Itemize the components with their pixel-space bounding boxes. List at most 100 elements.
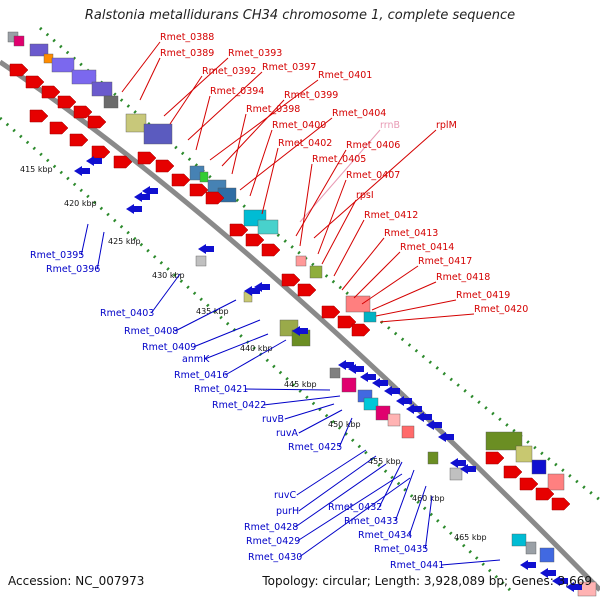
- gene-block: [485, 431, 523, 451]
- map-title: Ralstonia metallidurans CH34 chromosome …: [84, 8, 516, 23]
- gene-block: [195, 255, 207, 267]
- forward-gene-arrow: [171, 173, 191, 187]
- reverse-label-leader: [408, 485, 427, 536]
- forward-gene-arrow: [321, 305, 341, 319]
- forward-label-leader: [379, 313, 475, 323]
- reverse-gene-label: Rmet_0429: [246, 536, 300, 547]
- forward-gene-arrow: [41, 85, 61, 99]
- gene-block: [13, 35, 25, 47]
- kbp-tick-label: 435 kbp: [196, 307, 229, 316]
- kbp-tick-label: 460 kbp: [412, 494, 445, 503]
- reverse-gene-labels: Rmet_0395Rmet_0396Rmet_0403Rmet_0408Rmet…: [30, 223, 501, 571]
- reverse-gene-arrow: [540, 568, 556, 578]
- forward-gene-label: Rmet_0418: [436, 272, 490, 283]
- forward-gene-arrow: [281, 273, 301, 287]
- gene-block: [427, 451, 439, 465]
- forward-gene-arrow: [535, 487, 555, 501]
- reverse-gene-arrow: [134, 192, 150, 202]
- kbp-tick-label: 440 kbp: [240, 344, 273, 353]
- gene-block: [71, 69, 97, 85]
- forward-gene-arrow: [189, 183, 209, 197]
- reverse-label-leader: [441, 559, 501, 566]
- reverse-label-leader: [175, 299, 237, 332]
- forward-label-leader: [163, 57, 229, 117]
- gene-features: [7, 31, 597, 597]
- forward-label-leader: [239, 117, 333, 191]
- gene-block: [363, 397, 379, 411]
- forward-label-leader: [313, 129, 437, 239]
- forward-gene-label: Rmet_0394: [210, 86, 264, 97]
- forward-gene-arrow: [551, 497, 571, 511]
- kbp-tick-label: 430 kbp: [152, 271, 185, 280]
- reverse-gene-label: Rmet_0396: [46, 264, 100, 275]
- gene-block: [295, 255, 307, 267]
- reverse-label-leader: [299, 477, 411, 558]
- forward-label-leader: [375, 299, 457, 317]
- reverse-gene-arrow: [74, 166, 90, 176]
- forward-gene-arrow: [245, 233, 265, 247]
- reverse-gene-arrow: [426, 420, 442, 430]
- reverse-label-leader: [225, 339, 287, 376]
- reverse-gene-label: Rmet_0441: [390, 560, 444, 571]
- reverse-gene-arrow: [244, 286, 260, 296]
- gene-block: [91, 81, 113, 97]
- reverse-gene-label: anmK: [182, 354, 210, 365]
- reverse-label-leader: [295, 463, 387, 528]
- forward-gene-label: Rmet_0402: [278, 138, 332, 149]
- reverse-gene-arrow: [360, 372, 376, 382]
- forward-gene-arrow: [155, 159, 175, 173]
- forward-label-leader: [353, 251, 401, 299]
- forward-label-leader: [169, 75, 203, 125]
- reverse-label-leader: [297, 473, 403, 542]
- forward-gene-arrow: [57, 95, 77, 109]
- forward-gene-label: Rmet_0392: [202, 66, 256, 77]
- forward-label-leader: [295, 149, 347, 237]
- reverse-gene-label: ruvA: [276, 428, 299, 439]
- reverse-gene-label: Rmet_0430: [248, 552, 302, 563]
- gene-block: [125, 113, 147, 133]
- gene-block: [375, 405, 391, 421]
- gene-block: [345, 295, 371, 313]
- reverse-gene-arrow: [292, 326, 308, 336]
- reverse-gene-arrow: [338, 360, 354, 370]
- reverse-gene-arrow: [254, 282, 270, 292]
- forward-label-leader: [321, 199, 357, 265]
- forward-label-leader: [371, 281, 437, 311]
- gene-block: [547, 473, 565, 491]
- reverse-gene-label: purH: [276, 506, 299, 517]
- gene-block: [309, 265, 323, 279]
- reverse-gene-arrow: [416, 412, 432, 422]
- gene-block: [387, 413, 401, 427]
- reverse-gene-label: Rmet_0422: [212, 400, 266, 411]
- kbp-tick-label: 465 kbp: [454, 533, 487, 542]
- forward-label-leader: [299, 163, 313, 247]
- forward-gene-arrow: [229, 223, 249, 237]
- forward-label-leader: [231, 113, 247, 175]
- kbp-tick-label: 455 kbp: [368, 457, 401, 466]
- reverse-label-leader: [80, 223, 89, 256]
- reverse-label-leader: [338, 417, 353, 448]
- reverse-gene-label: Rmet_0408: [124, 326, 178, 337]
- forward-label-leader: [139, 57, 161, 101]
- forward-label-leader: [209, 79, 319, 161]
- reverse-label-leader: [96, 231, 105, 270]
- forward-gene-arrow: [137, 151, 157, 165]
- reverse-label-leader: [284, 403, 335, 420]
- forward-gene-label: Rmet_0419: [456, 290, 510, 301]
- gene-block: [29, 43, 49, 57]
- forward-gene-label: rplM: [436, 120, 457, 131]
- gene-block: [525, 541, 537, 555]
- gene-block: [539, 547, 555, 563]
- kbp-tick-label: 450 kbp: [328, 420, 361, 429]
- forward-gene-arrow: [73, 105, 93, 119]
- reverse-gene-label: ruvB: [262, 414, 284, 425]
- reverse-gene-arrow: [520, 560, 536, 570]
- forward-gene-arrow: [485, 451, 505, 465]
- gene-block: [515, 445, 533, 463]
- forward-label-leader: [249, 129, 273, 197]
- forward-gene-arrow: [205, 191, 225, 205]
- reverse-gene-arrow: [142, 186, 158, 196]
- reverse-gene-arrow: [406, 404, 422, 414]
